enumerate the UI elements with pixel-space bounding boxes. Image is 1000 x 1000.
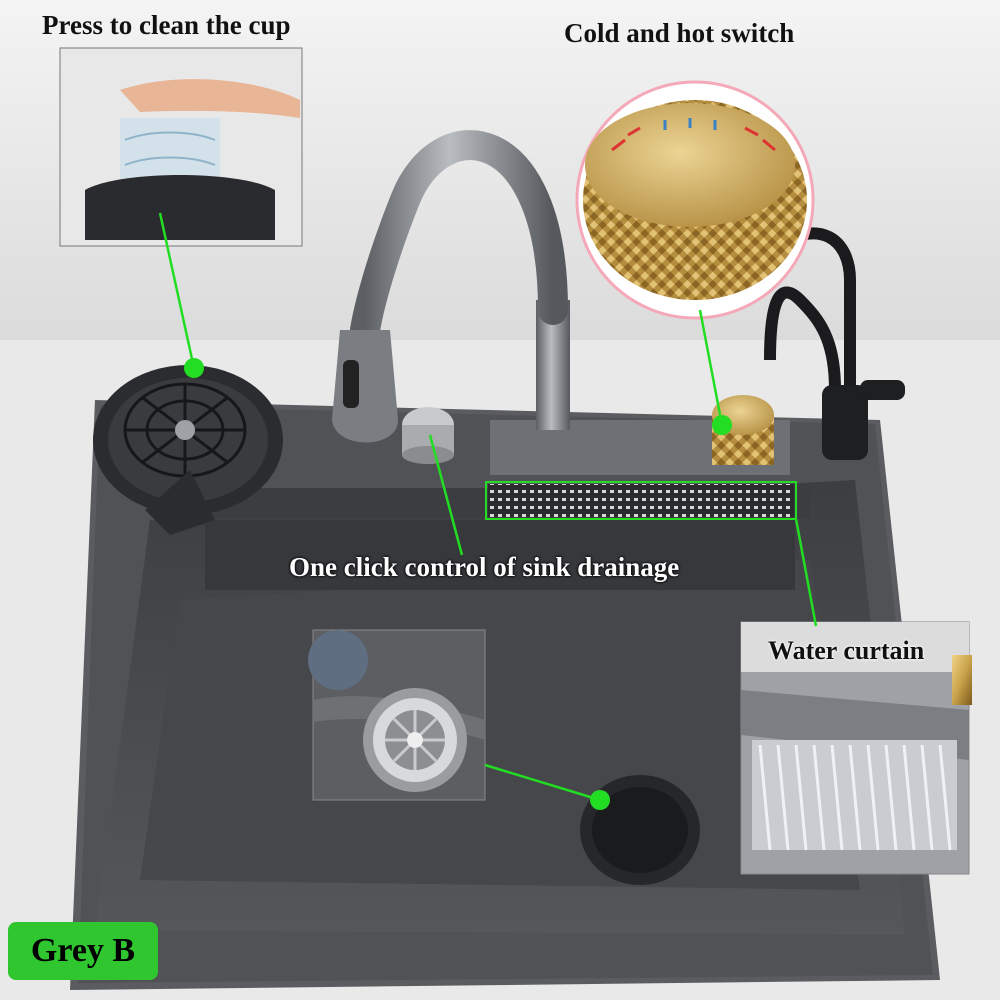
drainage-control-label: One click control of sink drainage [289, 552, 680, 582]
cold-hot-switch-label: Cold and hot switch [564, 18, 795, 48]
water-curtain-label: Water curtain [768, 636, 925, 665]
press-to-clean-label: Press to clean the cup [42, 10, 291, 40]
color-option-text: Grey B [30, 932, 136, 969]
color-option-badge: Grey B [8, 922, 158, 980]
